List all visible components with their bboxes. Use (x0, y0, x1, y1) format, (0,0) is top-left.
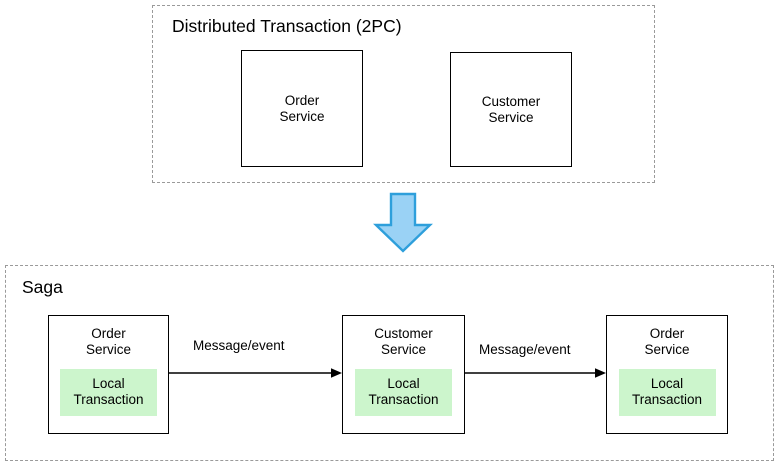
service-box-customer-service-2pc[interactable]: Customer Service (450, 52, 572, 167)
group-title-saga: Saga (22, 277, 63, 297)
arrow-message-event-1 (168, 368, 342, 378)
service-label: Order Service (85, 326, 131, 357)
down-arrow-icon (373, 192, 433, 253)
local-transaction-badge: Local Transaction (618, 369, 716, 416)
flow-label-message-event-2: Message/event (479, 342, 571, 357)
service-box-order-service-saga-1[interactable]: Order Service Local Transaction (48, 315, 169, 434)
flow-label-message-event-1: Message/event (193, 338, 285, 353)
service-label: Customer Service (481, 93, 541, 125)
service-box-order-service-saga-2[interactable]: Order Service Local Transaction (606, 315, 728, 434)
service-box-order-service-2pc[interactable]: Order Service (241, 50, 363, 167)
group-title-distributed-transaction: Distributed Transaction (2PC) (172, 16, 402, 36)
local-transaction-badge: Local Transaction (355, 369, 452, 416)
service-label: Order Service (279, 92, 325, 124)
service-box-customer-service-saga[interactable]: Customer Service Local Transaction (342, 315, 465, 434)
service-label: Customer Service (374, 326, 433, 357)
local-transaction-badge: Local Transaction (60, 369, 157, 416)
group-distributed-transaction (152, 5, 655, 183)
group-saga (5, 265, 774, 461)
service-label: Order Service (644, 326, 690, 357)
arrow-message-event-2 (464, 368, 606, 378)
